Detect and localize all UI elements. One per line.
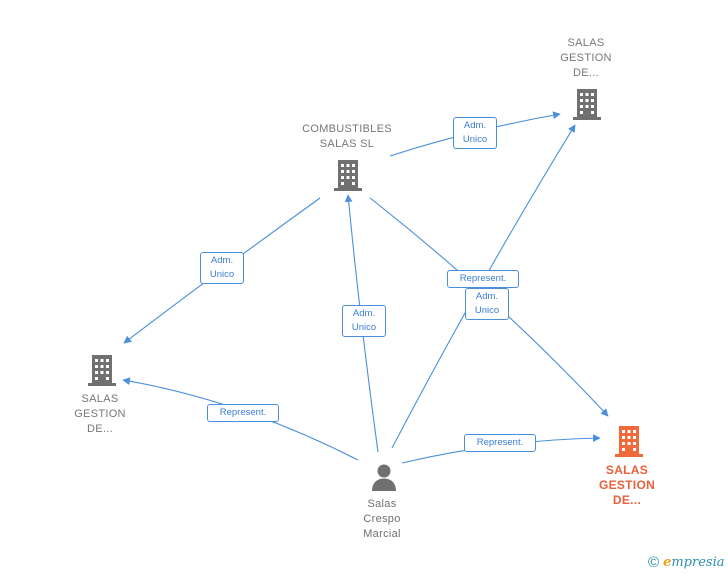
node-label-line: COMBUSTIBLES [302,123,392,135]
building-icon [334,160,362,191]
edge-label-person-to-comb[interactable]: Adm. Unico [342,305,386,337]
node-label-line: Salas [367,498,397,510]
edge-label-comb-to-left[interactable]: Adm. Unico [200,252,244,284]
edge-label-comb-to-top[interactable]: Adm. Unico [453,117,497,149]
node-label-line: SALAS [81,393,119,405]
person-icon [372,464,396,491]
node-label-person[interactable]: Salas Crespo Marcial [342,497,422,542]
node-label-combustibles[interactable]: COMBUSTIBLES SALAS SL [286,122,408,152]
node-label-line: SALAS [567,37,605,49]
node-label-line: SALAS [605,463,649,477]
edge-label-line: Represent. [476,437,524,448]
node-label-line: GESTION [560,52,612,64]
node-label-line: Marcial [363,528,401,540]
edge-label-line: Unico [462,134,488,145]
brand-logo: © empresia [648,554,724,572]
edge-label-person-to-top[interactable]: Adm. Unico [465,288,509,320]
edge-label-line: Unico [474,305,500,316]
edge-label-person-to-focus[interactable]: Represent. [464,434,536,452]
node-label-salas-top[interactable]: SALAS GESTION DE... [546,36,626,81]
edge-label-line: Adm. [352,308,376,319]
edge-label-line: Represent. [219,407,267,418]
edge-label-line: Adm. [210,255,234,266]
building-icon [573,89,601,120]
copyright-icon: © [648,554,660,571]
node-label-salas-focus[interactable]: SALAS GESTION DE... [587,463,667,508]
edge-label-line: Unico [209,269,235,280]
node-label-line: Crespo [363,513,401,525]
edge-label-person-to-left[interactable]: Represent. [207,404,279,422]
edge-label-line: Adm. [475,291,499,302]
edge-label-comb-to-focus[interactable]: Represent. [447,270,519,288]
node-label-line: DE... [612,493,642,507]
building-icon [88,355,116,386]
node-label-line: DE... [87,423,113,435]
node-label-salas-left[interactable]: SALAS GESTION DE... [60,392,140,437]
node-label-line: GESTION [598,478,656,492]
brand-initial: e [663,555,672,570]
edge-label-line: Represent. [459,273,507,284]
node-label-line: DE... [573,67,599,79]
node-label-line: SALAS SL [319,138,375,150]
edge-label-line: Adm. [463,120,487,131]
building-icon [615,426,643,457]
edge-label-line: Unico [351,322,377,333]
brand-rest: mpresia [671,555,725,570]
node-label-line: GESTION [74,408,126,420]
brand-wordmark: empresia [663,554,724,572]
